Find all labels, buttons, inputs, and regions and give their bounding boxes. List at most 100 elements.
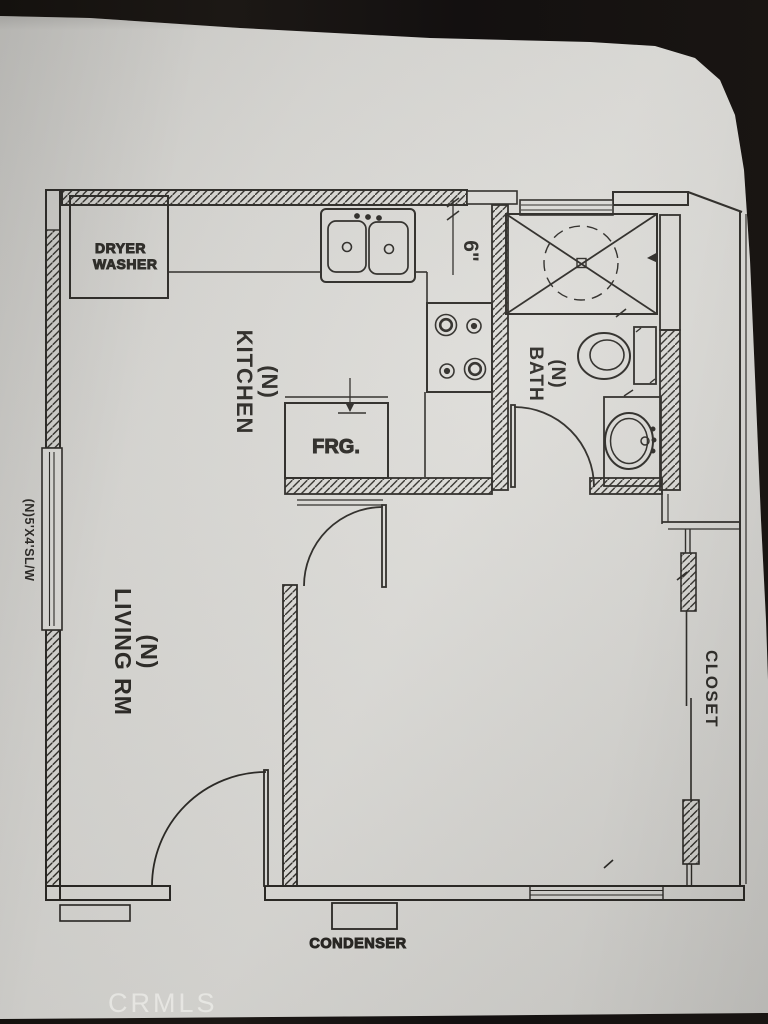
sink-drain-left	[341, 241, 353, 253]
shower	[505, 213, 658, 318]
fridge: FRG.	[284, 378, 389, 479]
burner	[466, 318, 482, 334]
window-shower	[519, 199, 614, 216]
wall-dimension	[446, 197, 460, 275]
vanity-sink-basin	[609, 417, 649, 465]
condenser-unit	[331, 902, 398, 930]
shower-drain	[576, 257, 587, 269]
washer-dryer-label-line1: DRYER	[95, 240, 146, 256]
burner	[438, 317, 454, 333]
kitchen-label-n: (N)	[257, 365, 282, 399]
faucet-hole	[376, 215, 382, 221]
window-size-note-text: (N)5'X4'SL/W	[22, 499, 36, 582]
interior-walls	[282, 204, 681, 887]
sink-basin-right	[368, 221, 409, 275]
door-leaf-bath	[510, 404, 516, 488]
opening-headers	[297, 499, 383, 506]
entry-step	[59, 904, 131, 922]
toilet-bowl-inner	[589, 339, 625, 371]
bath-right-wall-lower	[659, 329, 681, 491]
living-room-label: (N) LIVING RM	[110, 588, 162, 716]
kitchen-living-wall	[284, 477, 493, 495]
shower-pan	[505, 213, 658, 315]
exterior-features: CONDENSER	[59, 902, 407, 953]
tick-mark	[603, 859, 614, 869]
bath-label-n: (N)	[547, 359, 568, 388]
tick-mark	[615, 308, 627, 318]
shower-valve-marker	[647, 252, 658, 263]
bath-label: (N) BATH	[525, 346, 568, 401]
door-leaf-kitchen	[381, 504, 387, 588]
left-wall-hatch-upper	[45, 229, 61, 449]
vanity-outline	[603, 396, 662, 487]
kitchen-sink	[320, 208, 416, 283]
closet-door-post-bottom	[682, 799, 700, 865]
doors	[151, 404, 595, 887]
bathroom-vanity	[603, 389, 662, 487]
faucet-hole	[354, 213, 360, 219]
crmls-watermark: CRMLS	[108, 988, 218, 1018]
kitchen-label-text: KITCHEN	[232, 330, 257, 435]
stove-outline	[426, 302, 493, 393]
burner	[467, 361, 483, 377]
washer-dryer-box	[69, 195, 169, 299]
burner	[443, 367, 451, 375]
burner	[463, 357, 487, 381]
burner	[439, 363, 455, 379]
living-bedroom-wall	[282, 584, 298, 887]
living-label-n: (N)	[136, 635, 162, 670]
shower-circle	[543, 225, 619, 301]
bath-area	[505, 213, 662, 487]
closet-door-post-top	[680, 552, 697, 612]
bath-label-text: BATH	[525, 346, 546, 401]
vanity-drain	[640, 436, 650, 446]
bath-right-wall-upper	[659, 214, 681, 331]
dimension-tick	[446, 210, 460, 221]
door-swing-bath	[513, 406, 595, 488]
faucet-hole	[651, 437, 657, 443]
faucet-hole	[650, 448, 656, 454]
vanity-sink-rim	[604, 412, 654, 470]
shower-x	[505, 213, 658, 315]
windows	[41, 190, 664, 900]
top-right-connector	[687, 191, 743, 213]
door-leaf-entry	[263, 769, 269, 887]
fridge-leader-arrow	[346, 404, 354, 412]
faucet-hole	[650, 426, 656, 432]
window-left-slider	[41, 447, 63, 631]
closet-label: CLOSET	[702, 650, 721, 728]
bottom-wall-left	[45, 885, 171, 901]
living-label-text: LIVING RM	[110, 588, 136, 716]
burner	[434, 313, 458, 337]
burner	[470, 322, 478, 330]
faucet-hole	[365, 214, 371, 220]
tick-mark	[635, 327, 642, 333]
exterior-walls	[45, 189, 747, 901]
door-swing-entry	[151, 771, 267, 887]
sink-basin-left	[327, 220, 367, 273]
sink-outline	[320, 208, 416, 283]
top-wall	[61, 189, 468, 206]
sink-drain-right	[383, 243, 395, 255]
toilet-bowl	[577, 332, 631, 380]
toilet	[577, 326, 657, 385]
stove	[426, 302, 493, 393]
dimension-tick	[446, 197, 460, 208]
fridge-label: FRG.	[312, 436, 360, 458]
kitchen-label: (N) KITCHEN	[232, 330, 282, 435]
door-swing-kitchen	[303, 506, 384, 587]
toilet-tank	[633, 326, 657, 385]
washer-dryer-label-line2: WASHER	[93, 256, 157, 272]
tick-mark	[623, 389, 634, 397]
window-size-note: (N)5'X4'SL/W	[22, 499, 36, 582]
bottom-wall-right	[264, 885, 745, 901]
closet-label-text: CLOSET	[702, 650, 721, 728]
condenser-label: CONDENSER	[309, 936, 406, 952]
left-wall-hatch-lower	[45, 629, 61, 887]
kitchen-area: DRYER WASHER	[69, 195, 493, 479]
closet-area	[603, 490, 740, 886]
fridge-outline	[284, 402, 389, 479]
wall-dimension-text: 6"	[459, 240, 482, 262]
